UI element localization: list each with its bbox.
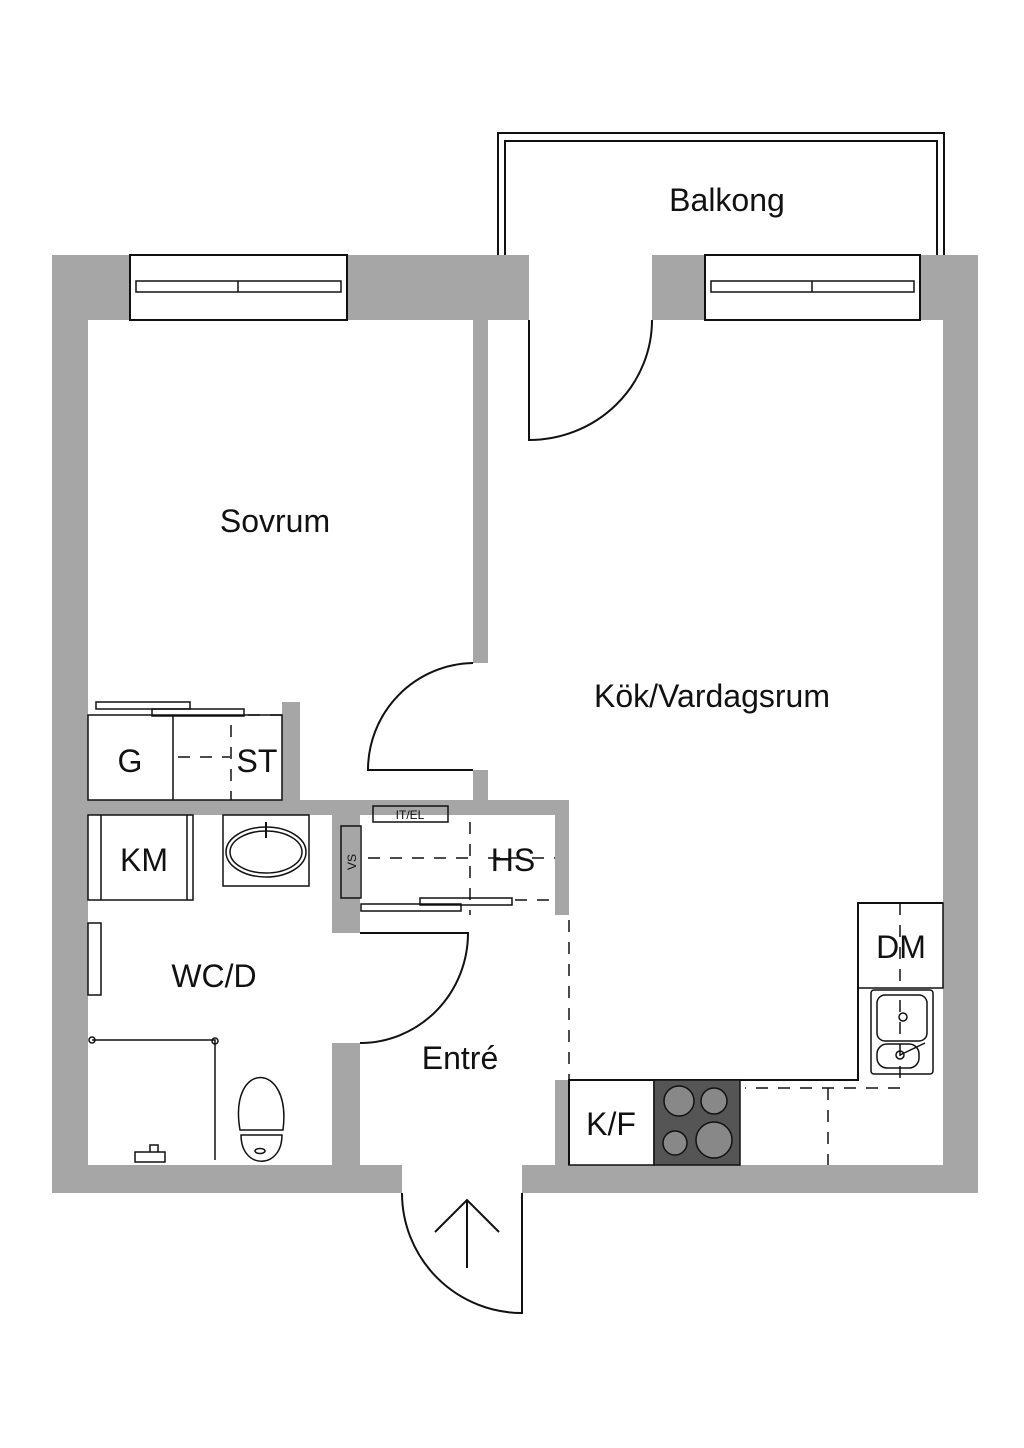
wardrobes bbox=[87, 701, 283, 801]
room-label-entrance: Entré bbox=[422, 1040, 498, 1076]
fixture-label-st: ST bbox=[237, 743, 278, 779]
outer-walls bbox=[52, 255, 978, 1193]
bedroom-door[interactable] bbox=[366, 662, 474, 771]
fixture-label-kf: K/F bbox=[586, 1106, 636, 1142]
shower-rail bbox=[92, 1039, 216, 1160]
sink-cabinet bbox=[222, 814, 310, 887]
fixture-label-km: KM bbox=[120, 842, 168, 878]
fixture-label-g: G bbox=[118, 743, 143, 779]
radiator-icon bbox=[87, 922, 102, 996]
room-label-kitchen-living: Kök/Vardagsrum bbox=[594, 678, 830, 714]
hall-closet bbox=[340, 805, 570, 1080]
fixture-label-vs: VS bbox=[345, 854, 359, 870]
shower-mixer-icon bbox=[134, 1144, 166, 1163]
fixture-label-it-el: IT/EL bbox=[396, 808, 425, 822]
balcony-door[interactable] bbox=[528, 319, 653, 442]
interior-walls bbox=[88, 320, 569, 1165]
room-label-balcony: Balkong bbox=[669, 182, 785, 218]
toilet-icon bbox=[237, 1076, 285, 1162]
kitchen bbox=[568, 902, 944, 1166]
it-el-box bbox=[372, 805, 449, 823]
entrance-door[interactable] bbox=[401, 1192, 523, 1315]
kitchen-sink-icon bbox=[870, 989, 934, 1075]
fixture-label-dm: DM bbox=[876, 929, 926, 965]
window-living bbox=[704, 254, 921, 321]
room-label-bedroom: Sovrum bbox=[220, 503, 330, 539]
bathroom-fixtures bbox=[87, 814, 310, 1163]
window-bedroom bbox=[129, 254, 348, 321]
arrow-up-icon bbox=[434, 1198, 500, 1268]
balcony bbox=[497, 132, 945, 255]
fixture-label-hs: HS bbox=[491, 842, 535, 878]
bathroom-door[interactable] bbox=[359, 932, 470, 1044]
room-label-bathroom: WC/D bbox=[171, 958, 256, 994]
